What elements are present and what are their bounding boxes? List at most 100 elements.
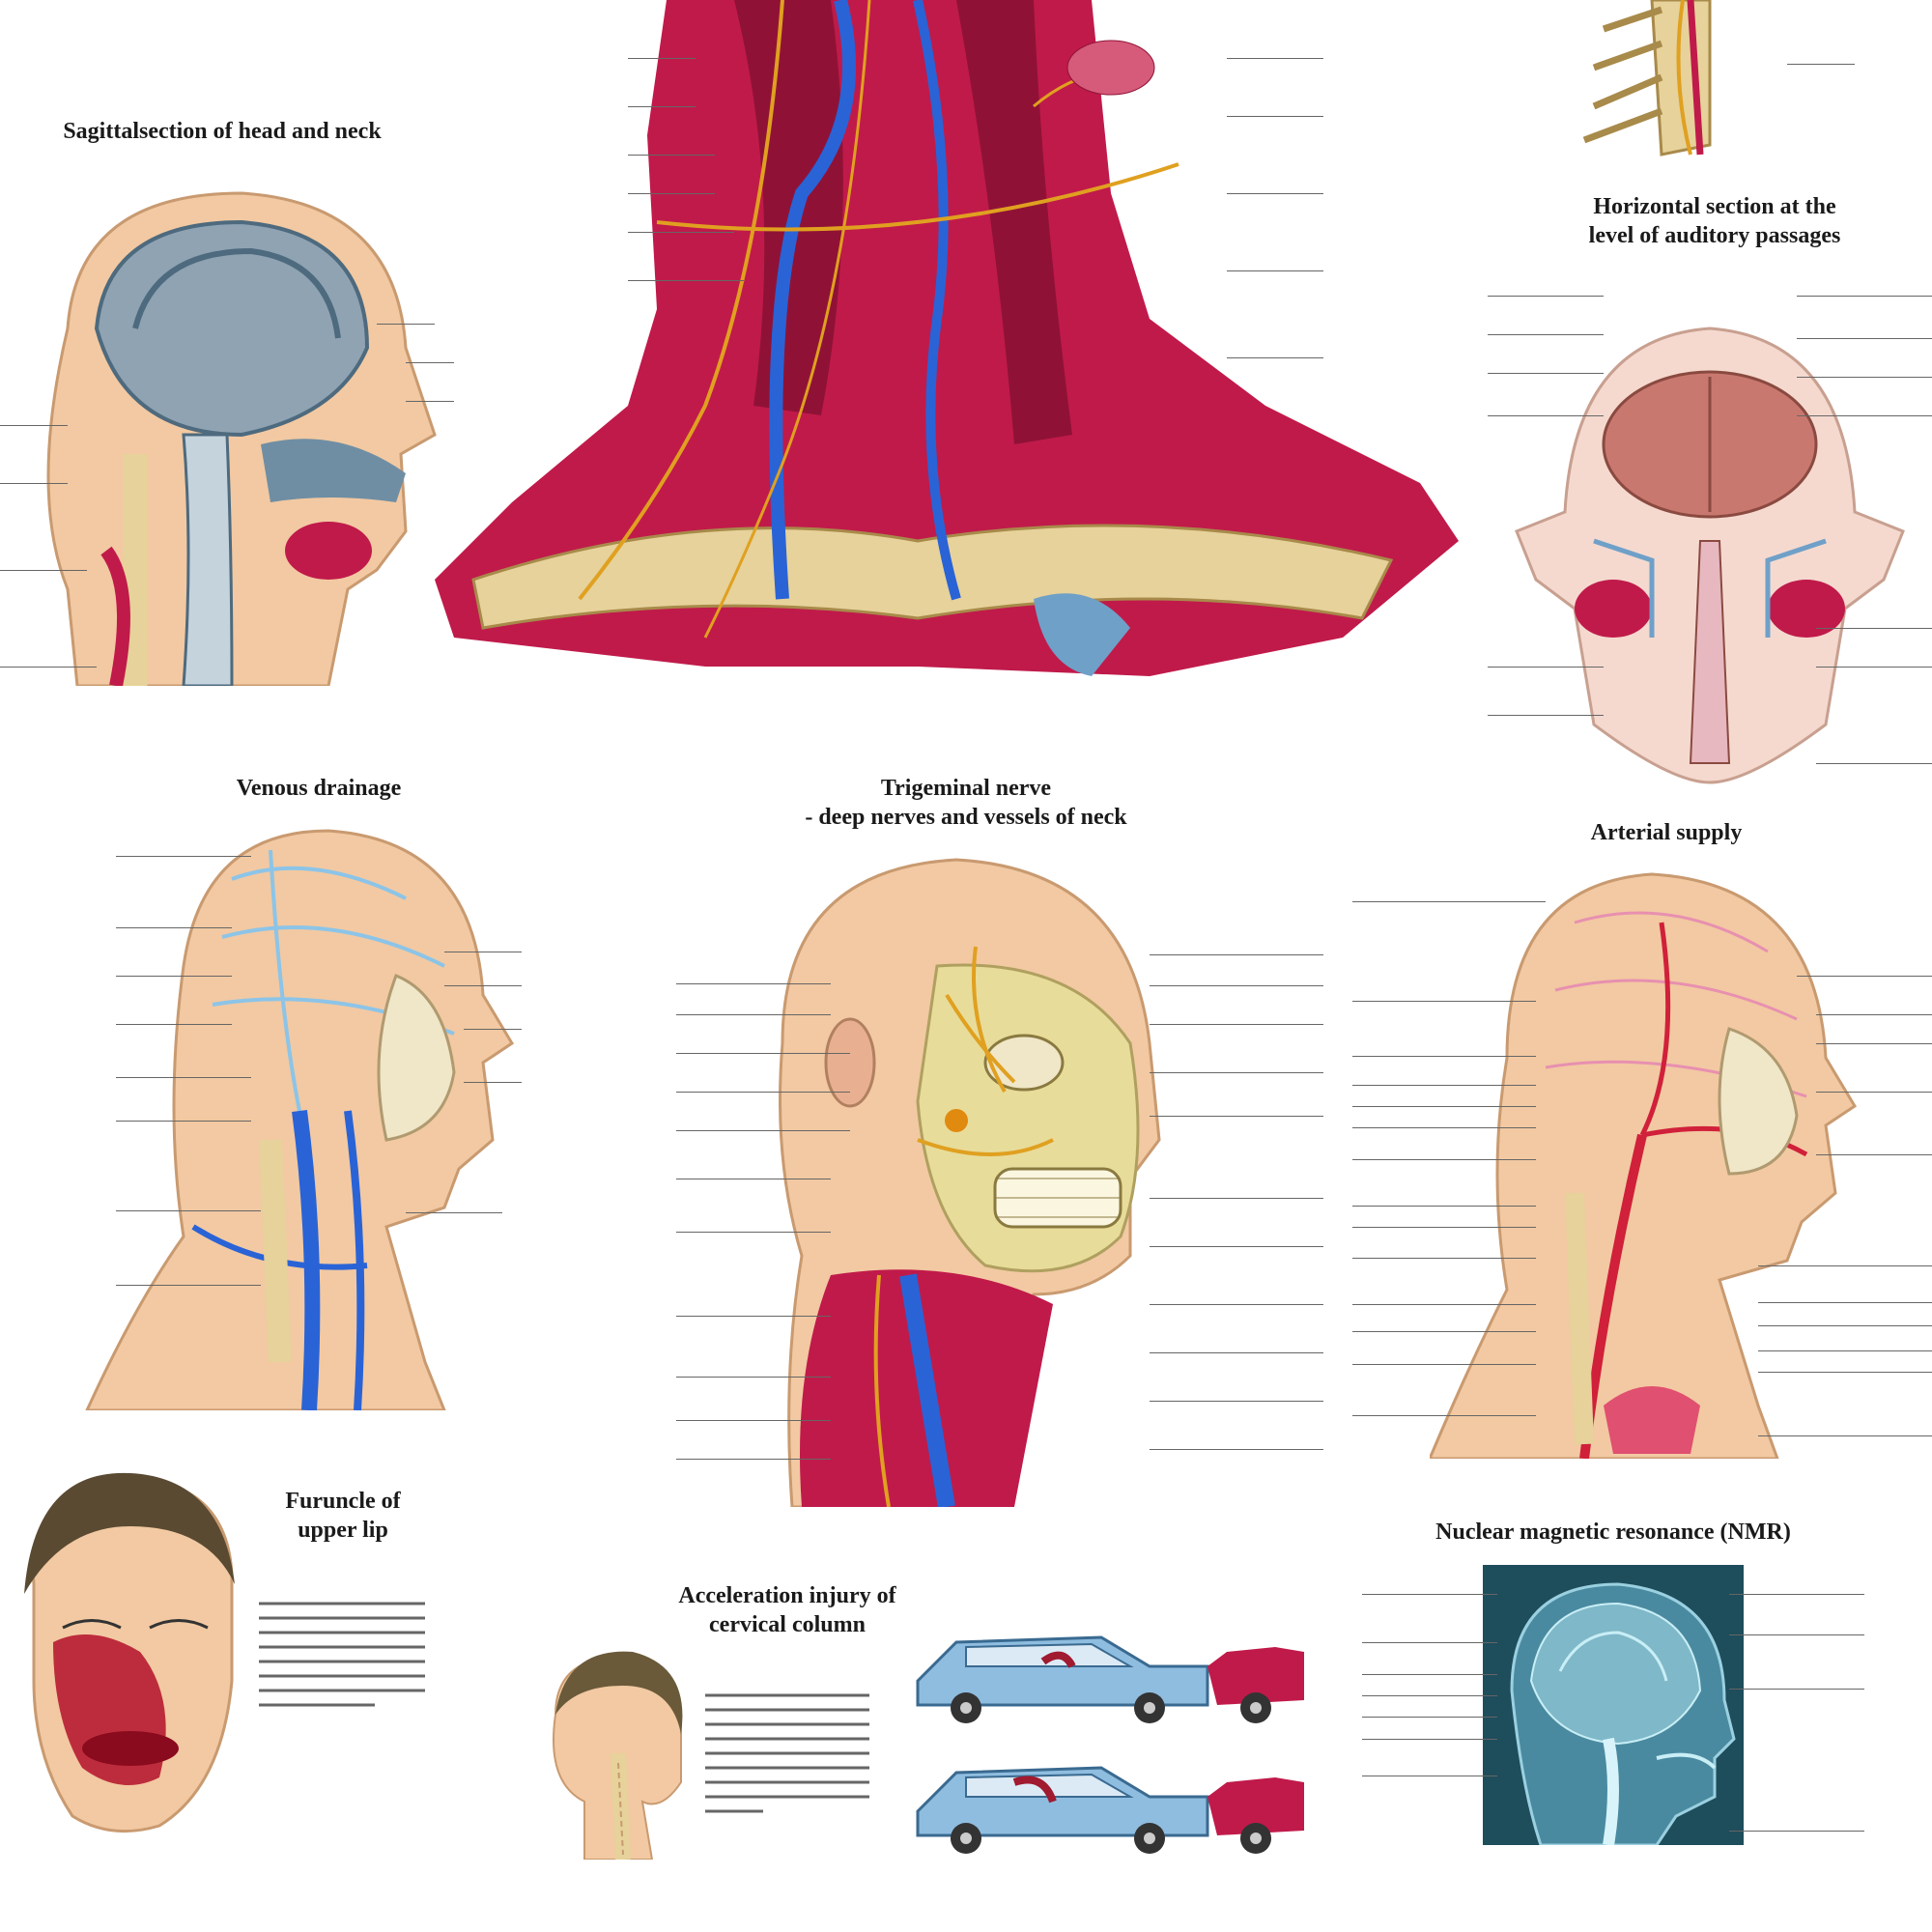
leader-line xyxy=(1150,1304,1323,1305)
leader-line xyxy=(1362,1717,1497,1718)
venous-drainage-title: Venous drainage xyxy=(236,776,402,801)
leader-line xyxy=(116,1210,261,1211)
leader-line xyxy=(1352,1106,1536,1107)
leader-line xyxy=(1150,1401,1323,1402)
acceleration-text-block xyxy=(705,1690,869,1816)
leader-line xyxy=(1758,1350,1932,1351)
leader-line xyxy=(116,927,232,928)
leader-line xyxy=(0,425,68,426)
leader-line xyxy=(406,1212,502,1213)
leader-line xyxy=(1488,334,1604,335)
leader-line xyxy=(1227,193,1323,194)
leader-line xyxy=(1352,1304,1536,1305)
leader-line xyxy=(1758,1325,1932,1326)
furuncle-text-block xyxy=(259,1599,425,1715)
leader-line xyxy=(1797,415,1932,416)
leader-line xyxy=(116,1121,251,1122)
arterial-supply-title: Arterial supply xyxy=(1590,820,1743,845)
leader-line xyxy=(1816,763,1932,764)
leader-line xyxy=(1227,357,1323,358)
leader-line xyxy=(1352,1127,1536,1128)
leader-line xyxy=(116,856,251,857)
leader-line xyxy=(1797,338,1932,339)
leader-line xyxy=(628,193,715,194)
horizontal-section-title-line2: level of auditory passages xyxy=(1588,223,1841,248)
leader-line xyxy=(1758,1265,1932,1266)
furuncle-face-figure xyxy=(14,1468,237,1835)
leader-line xyxy=(1488,373,1604,374)
leader-line xyxy=(1729,1689,1864,1690)
leader-line xyxy=(1729,1594,1864,1595)
leader-line xyxy=(1488,415,1604,416)
acceleration-title-line2: cervical column xyxy=(709,1612,866,1637)
leader-line xyxy=(0,483,68,484)
leader-line xyxy=(1150,1072,1323,1073)
sagittal-section-title: Sagittalsection of head and neck xyxy=(63,119,382,144)
leader-line xyxy=(406,362,454,363)
leader-line xyxy=(1729,1634,1864,1635)
leader-line xyxy=(1150,954,1323,955)
leader-line xyxy=(1227,270,1323,271)
furuncle-title-line2: upper lip xyxy=(298,1518,388,1543)
leader-line xyxy=(1150,1449,1323,1450)
leader-line xyxy=(464,1082,522,1083)
leader-line xyxy=(1816,1092,1932,1093)
leader-line xyxy=(1488,715,1604,716)
leader-line xyxy=(1150,1198,1323,1199)
furuncle-title-line1: Furuncle of xyxy=(285,1489,401,1514)
leader-line xyxy=(1150,1246,1323,1247)
leader-line xyxy=(676,1316,831,1317)
head-cervical-figure xyxy=(536,1647,691,1860)
leader-line xyxy=(1797,377,1932,378)
leader-line xyxy=(1362,1739,1497,1740)
leader-line xyxy=(1816,1014,1932,1015)
leader-line xyxy=(1352,1159,1536,1160)
leader-line xyxy=(116,1285,261,1286)
leader-line xyxy=(1150,985,1323,986)
leader-line xyxy=(1352,1206,1536,1207)
car-collision-bottom-figure xyxy=(908,1753,1304,1860)
leader-line xyxy=(1227,116,1323,117)
leader-line xyxy=(464,1029,522,1030)
leader-line xyxy=(0,667,97,668)
leader-line xyxy=(0,570,87,571)
leader-line xyxy=(628,155,715,156)
leader-line xyxy=(1797,976,1932,977)
leader-line xyxy=(676,1130,850,1131)
leader-line xyxy=(676,1459,831,1460)
car-collision-top-figure xyxy=(908,1623,1304,1729)
venous-drainage-figure xyxy=(77,821,522,1410)
leader-line xyxy=(1352,1227,1536,1228)
trigeminal-title-line1: Trigeminal nerve xyxy=(880,776,1052,801)
leader-line xyxy=(1362,1642,1497,1643)
leader-line xyxy=(676,983,831,984)
leader-line xyxy=(406,401,454,402)
leader-line xyxy=(1362,1674,1497,1675)
trigeminal-title-line2: - deep nerves and vessels of neck xyxy=(805,805,1127,830)
leader-line xyxy=(1352,1415,1536,1416)
leader-line xyxy=(1150,1352,1323,1353)
leader-line xyxy=(1227,58,1323,59)
nmr-scan-figure xyxy=(1483,1565,1744,1845)
leader-line xyxy=(1352,1364,1536,1365)
leader-line xyxy=(676,1420,831,1421)
leader-line xyxy=(1816,667,1932,668)
acceleration-title-line1: Acceleration injury of xyxy=(678,1583,896,1608)
leader-line xyxy=(1150,1116,1323,1117)
leader-line xyxy=(1150,1024,1323,1025)
leader-line xyxy=(1816,628,1932,629)
leader-line xyxy=(676,1053,850,1054)
leader-line xyxy=(676,1232,831,1233)
neck-muscles-figure xyxy=(415,0,1488,734)
nmr-title: Nuclear magnetic resonance (NMR) xyxy=(1435,1520,1791,1545)
leader-line xyxy=(1488,667,1604,668)
arterial-supply-figure xyxy=(1430,865,1874,1459)
leader-line xyxy=(628,280,744,281)
leader-line xyxy=(116,1077,251,1078)
leader-line xyxy=(1816,1043,1932,1044)
leader-line xyxy=(628,106,696,107)
leader-line xyxy=(676,1092,850,1093)
leader-line xyxy=(1787,64,1855,65)
trigeminal-nerve-figure xyxy=(763,850,1169,1507)
cervical-spine-figure xyxy=(1565,0,1797,164)
